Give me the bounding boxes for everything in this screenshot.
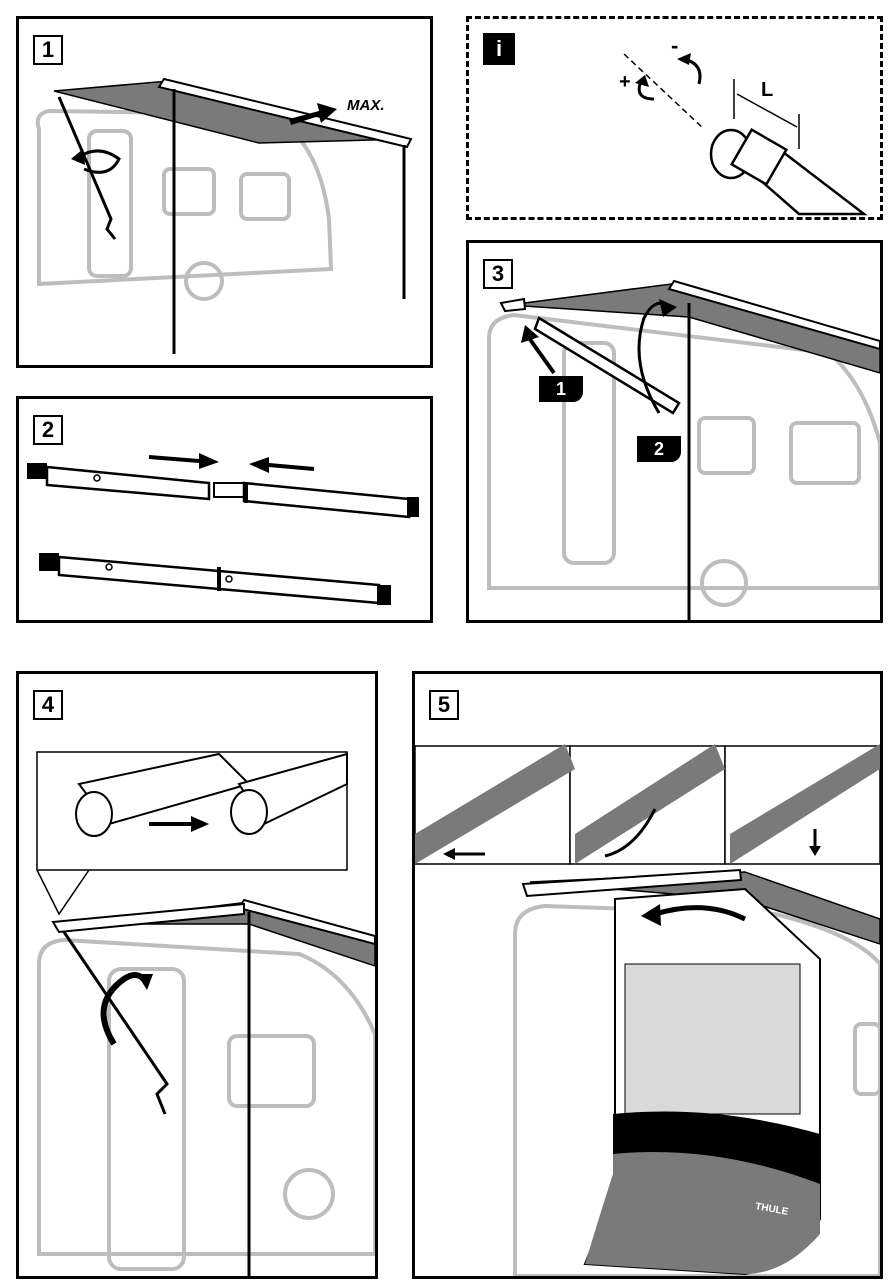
caravan-awning-illustration	[35, 77, 413, 354]
step-number: 3	[483, 259, 513, 289]
step-2-panel: 2	[16, 396, 433, 623]
crank-lock-illustration	[36, 751, 375, 1276]
step-number: 2	[33, 415, 63, 445]
step-3-panel: 3 1 2	[466, 240, 883, 623]
rafter-assembly-illustration	[27, 453, 419, 605]
step-4-panel: 4	[16, 671, 378, 1279]
rafter-mount-illustration	[487, 279, 880, 620]
leg-adjust-illustration	[623, 53, 868, 216]
step-number: 4	[33, 690, 63, 720]
plus-label: +	[619, 71, 631, 93]
info-panel: i + - L	[466, 16, 883, 220]
info-icon: i	[483, 33, 515, 65]
tag-1: 1	[539, 376, 583, 402]
step-1-panel: 1 MAX.	[16, 16, 433, 368]
minus-label: -	[671, 33, 679, 58]
step-5-panel: 5 THULE	[412, 671, 883, 1279]
step-number: 1	[33, 35, 63, 65]
tag-2: 2	[637, 436, 681, 462]
side-panel-illustration	[415, 744, 880, 1276]
length-label: L	[761, 79, 774, 101]
max-label: MAX.	[347, 97, 385, 114]
step-number: 5	[429, 690, 459, 720]
